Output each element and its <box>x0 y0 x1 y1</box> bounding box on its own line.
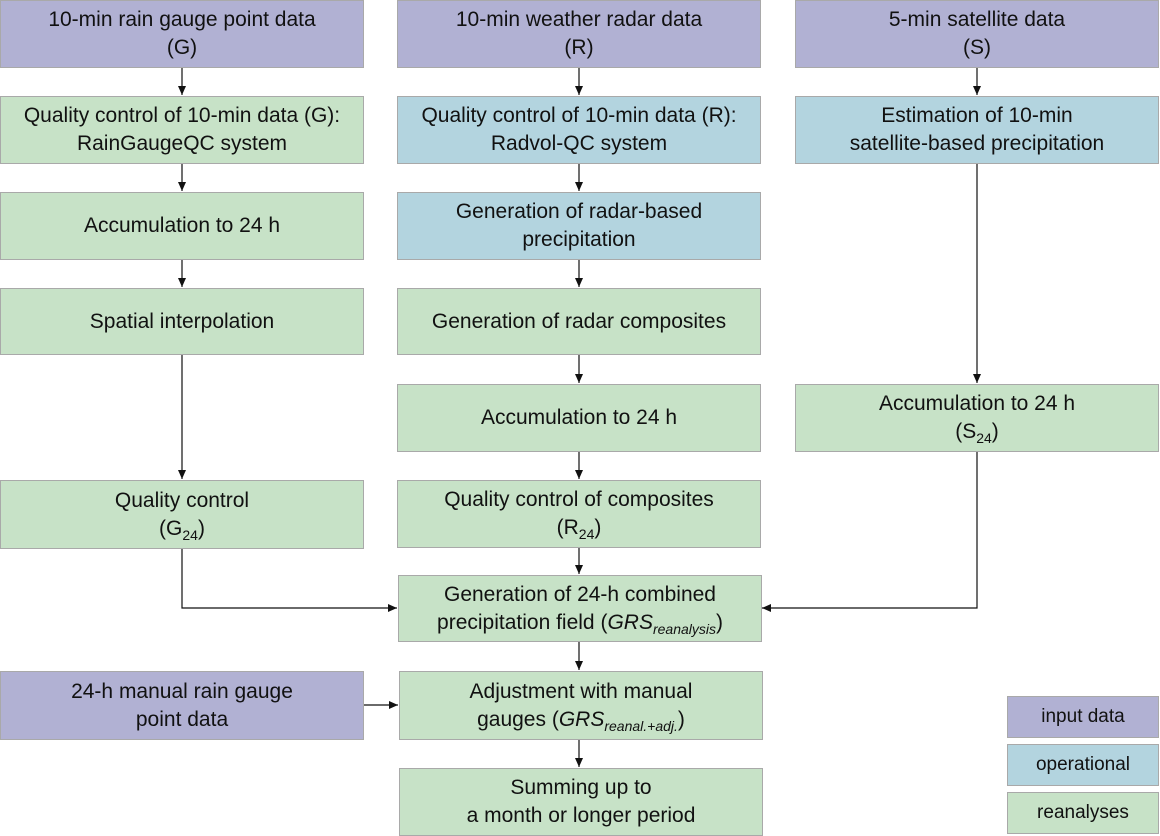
radar-source-line2: (R) <box>564 36 594 59</box>
summing-line2: a month or longer period <box>466 804 696 827</box>
satellite-estimation-box: Estimation of 10-min satellite-based pre… <box>795 96 1159 164</box>
legend-reanalyses-label: reanalyses <box>1037 802 1129 823</box>
satellite-source-box: 5-min satellite data (S) <box>795 0 1159 68</box>
adjustment-line1: Adjustment with manual <box>469 679 693 703</box>
legend-input-label: input data <box>1041 706 1125 727</box>
legend-operational: operational <box>1007 744 1159 786</box>
arrow-s24-to-combined <box>762 452 978 612</box>
legend-operational-label: operational <box>1035 754 1131 775</box>
satellite-accumulation-label: Accumulation to 24 h <box>878 392 1076 415</box>
manual-gauge-source-line1: 24-h manual rain gauge <box>71 679 293 703</box>
satellite-source-line1: 5-min satellite data <box>888 8 1066 31</box>
manual-gauge-source-line2: point data <box>135 707 229 731</box>
rain-gauge-accumulation-box: Accumulation to 24 h <box>0 192 364 260</box>
combined-field-box: Generation of 24-h combined precipitatio… <box>398 575 762 642</box>
satellite-estimation-line1: Estimation of 10-min <box>881 104 1073 127</box>
rain-gauge-qc24-box: Quality control (G24) <box>0 480 364 549</box>
radar-accumulation-label: Accumulation to 24 h <box>480 406 678 429</box>
legend-reanalyses: reanalyses <box>1007 792 1159 834</box>
radar-source-box: 10-min weather radar data (R) <box>397 0 761 68</box>
satellite-accumulation-box: Accumulation to 24 h (S24) <box>795 384 1159 452</box>
combined-field-line2: precipitation field (GRSreanalysis) <box>437 610 723 637</box>
satellite-source-line2: (S) <box>963 36 991 59</box>
adjustment-box: Adjustment with manual gauges (GRSreanal… <box>399 671 763 740</box>
rain-gauge-qc24-label: Quality control <box>114 488 250 512</box>
rain-gauge-qc-line1: Quality control of 10-min data (G): <box>23 104 341 127</box>
radar-qc-box: Quality control of 10-min data (R): Radv… <box>397 96 761 164</box>
rain-gauge-accumulation-label: Accumulation to 24 h <box>83 214 281 237</box>
radar-composites-qc-label: Quality control of composites <box>444 488 714 511</box>
summing-line1: Summing up to <box>510 776 652 799</box>
radar-precip-generation-box: Generation of radar-based precipitation <box>397 192 761 260</box>
radar-composites-label: Generation of radar composites <box>431 309 727 333</box>
satellite-accumulation-variable: (S24) <box>955 420 999 446</box>
legend-input-data: input data <box>1007 696 1159 738</box>
combined-field-line1: Generation of 24-h combined <box>443 582 716 606</box>
spatial-interpolation-box: Spatial interpolation <box>0 288 364 355</box>
rain-gauge-qc-box: Quality control of 10-min data (G): Rain… <box>0 96 364 164</box>
rain-gauge-source-box: 10-min rain gauge point data (G) <box>0 0 364 68</box>
radar-composites-qc-box: Quality control of composites (R24) <box>397 480 761 548</box>
radar-composites-box: Generation of radar composites <box>397 288 761 355</box>
rain-gauge-source-line1: 10-min rain gauge point data <box>48 8 316 31</box>
summing-box: Summing up to a month or longer period <box>399 768 763 836</box>
rain-gauge-source-line2: (G) <box>166 36 198 59</box>
adjustment-line2: gauges (GRSreanal.+adj.) <box>477 707 685 734</box>
satellite-estimation-line2: satellite-based precipitation <box>849 132 1105 155</box>
radar-precip-generation-line2: precipitation <box>522 228 636 251</box>
manual-gauge-source-box: 24-h manual rain gauge point data <box>0 671 364 740</box>
rain-gauge-qc24-variable: (G24) <box>159 516 205 543</box>
radar-qc-line1: Quality control of 10-min data (R): <box>421 104 737 127</box>
radar-source-line1: 10-min weather radar data <box>455 8 703 31</box>
arrow-g24-to-combined <box>181 549 397 612</box>
rain-gauge-qc-line2: RainGaugeQC system <box>76 132 288 155</box>
radar-qc-line2: Radvol-QC system <box>490 132 668 155</box>
spatial-interpolation-label: Spatial interpolation <box>89 309 275 333</box>
radar-accumulation-box: Accumulation to 24 h <box>397 384 761 452</box>
radar-precip-generation-line1: Generation of radar-based <box>455 200 703 223</box>
radar-composites-qc-variable: (R24) <box>556 516 602 542</box>
